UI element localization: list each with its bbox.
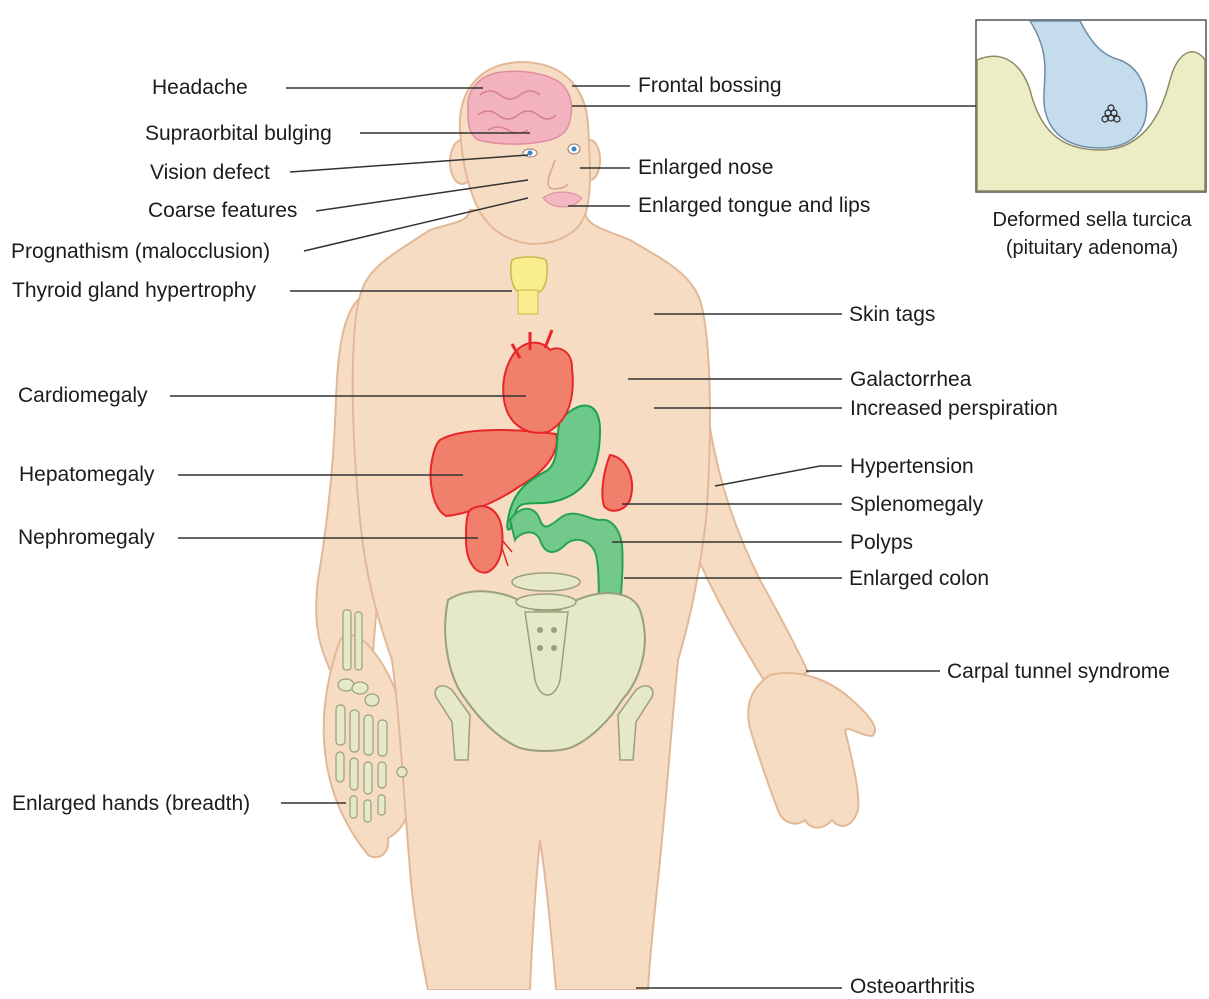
sacral-foramen bbox=[551, 627, 557, 633]
label-supraorbital-bulging: Supraorbital bulging bbox=[145, 122, 332, 146]
label-hypertension: Hypertension bbox=[850, 455, 974, 479]
trachea bbox=[518, 290, 538, 314]
sacral-foramen bbox=[537, 645, 543, 651]
kidney bbox=[466, 506, 502, 573]
label-frontal-bossing: Frontal bossing bbox=[638, 74, 782, 98]
label-carpal-tunnel: Carpal tunnel syndrome bbox=[947, 660, 1170, 684]
label-thyroid-hypertrophy: Thyroid gland hypertrophy bbox=[12, 279, 256, 303]
label-osteoarthritis: Osteoarthritis bbox=[850, 975, 975, 999]
thyroid-gland bbox=[511, 257, 547, 295]
spine-vertebra bbox=[512, 573, 580, 591]
heart bbox=[503, 343, 573, 433]
inset-caption-line1: Deformed sella turcica bbox=[968, 206, 1209, 234]
label-headache: Headache bbox=[152, 76, 248, 100]
label-cardiomegaly: Cardiomegaly bbox=[18, 384, 148, 408]
label-enlarged-colon: Enlarged colon bbox=[849, 567, 989, 591]
right-hand bbox=[748, 673, 875, 828]
inset-caption: Deformed sella turcica (pituitary adenom… bbox=[968, 206, 1209, 262]
label-coarse-features: Coarse features bbox=[148, 199, 297, 223]
sacral-foramen bbox=[537, 627, 543, 633]
label-increased-perspiration: Increased perspiration bbox=[850, 397, 1058, 421]
right-iris bbox=[572, 147, 577, 152]
inset-caption-line2: (pituitary adenoma) bbox=[968, 234, 1209, 262]
label-enlarged-nose: Enlarged nose bbox=[638, 156, 773, 180]
label-polyps: Polyps bbox=[850, 531, 913, 555]
left-iris bbox=[528, 151, 533, 156]
label-prognathism: Prognathism (malocclusion) bbox=[11, 240, 270, 264]
sella-turcica-inset bbox=[976, 20, 1206, 192]
spine-vertebra bbox=[516, 594, 576, 610]
label-vision-defect: Vision defect bbox=[150, 161, 270, 185]
label-splenomegaly: Splenomegaly bbox=[850, 493, 983, 517]
label-skin-tags: Skin tags bbox=[849, 303, 935, 327]
label-enlarged-tongue-lips: Enlarged tongue and lips bbox=[638, 194, 870, 218]
label-enlarged-hands: Enlarged hands (breadth) bbox=[12, 792, 250, 816]
label-galactorrhea: Galactorrhea bbox=[850, 368, 971, 392]
label-nephromegaly: Nephromegaly bbox=[18, 526, 155, 550]
sacral-foramen bbox=[551, 645, 557, 651]
label-hepatomegaly: Hepatomegaly bbox=[19, 463, 154, 487]
